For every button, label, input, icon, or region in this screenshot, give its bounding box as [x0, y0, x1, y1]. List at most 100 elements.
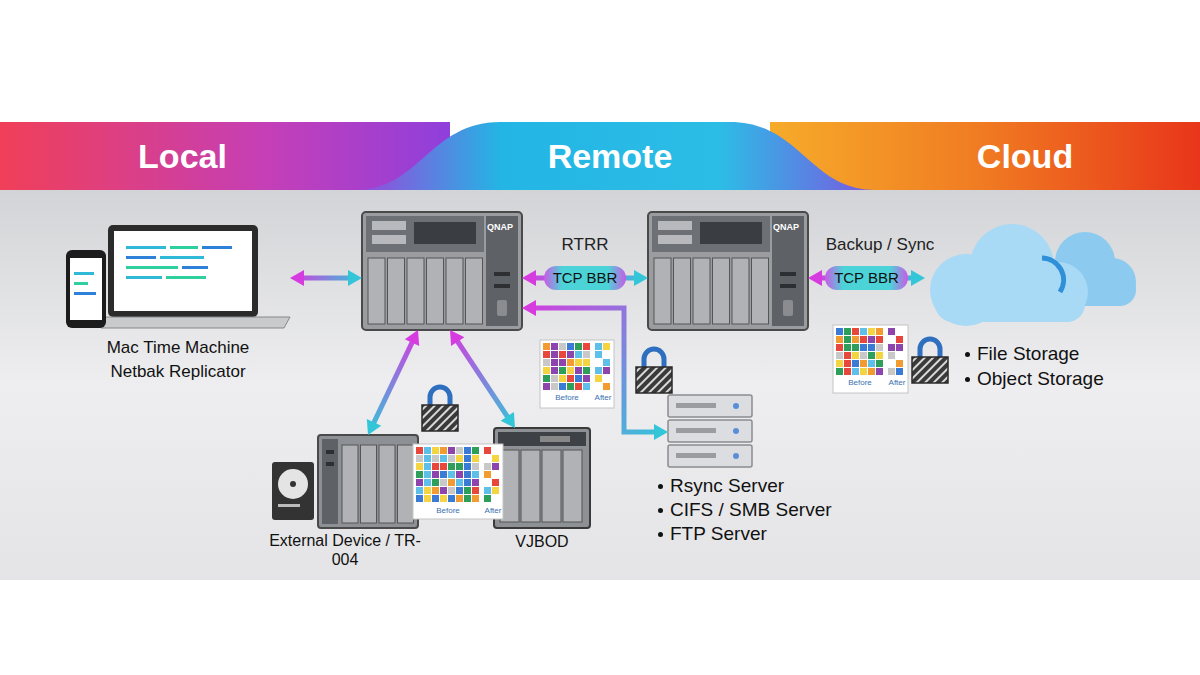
- mosaic-cell: [432, 495, 439, 502]
- mosaic-cell: [836, 352, 843, 359]
- mosaic-cell: [456, 447, 463, 454]
- mosaic-cell: [852, 368, 859, 375]
- mosaic-cell: [575, 383, 582, 390]
- protocol-label: RTRR: [562, 235, 609, 255]
- mosaic-cell: [464, 447, 471, 454]
- mosaic-cell: [472, 471, 479, 478]
- device-label: QNAP: [487, 222, 513, 233]
- banner-ribbon: [0, 122, 1200, 190]
- region-band: Remote: [420, 122, 800, 190]
- mosaic-cell: [860, 344, 867, 351]
- mosaic-cell: [844, 368, 851, 375]
- mosaic-cell: [448, 447, 455, 454]
- before-after-mosaics: [413, 325, 908, 519]
- arrow-head: [911, 270, 925, 286]
- connector-line: [373, 341, 413, 424]
- flow-arrow: [367, 330, 419, 435]
- mosaic-cell: [484, 463, 491, 470]
- mosaic-cell: [416, 471, 423, 478]
- region-band: Cloud: [850, 122, 1200, 190]
- mosaic-cell: [416, 487, 423, 494]
- mosaic-cell: [896, 344, 903, 351]
- protocol-label: Backup / Sync: [826, 235, 935, 255]
- mosaic-cell: [551, 375, 558, 382]
- mosaic-cell: [492, 479, 499, 486]
- mosaic-cell: [852, 328, 859, 335]
- device-label: Rsync Server: [670, 475, 784, 498]
- protocol-pill: TCP BBR: [544, 266, 627, 290]
- mosaic-cell: [860, 328, 867, 335]
- mosaic-cell: [464, 455, 471, 462]
- mosaic-cell: [888, 352, 895, 359]
- mosaic-cell: [424, 495, 431, 502]
- mosaic-cell: [876, 352, 883, 359]
- arrow-head: [654, 424, 668, 440]
- flow-arrow: [450, 330, 515, 428]
- mosaic-cell: [583, 343, 590, 350]
- device-label: QNAP: [773, 222, 799, 233]
- mosaic-cell: [860, 352, 867, 359]
- arrow-head: [808, 270, 822, 286]
- mosaic-cell: [583, 351, 590, 358]
- mosaic-cell: [868, 336, 875, 343]
- mosaic-cell: [472, 447, 479, 454]
- mosaic-cell: [567, 343, 574, 350]
- arrow-head: [634, 270, 648, 286]
- mosaic-cell: [888, 328, 895, 335]
- mosaic-cell: [567, 375, 574, 382]
- mosaic-cell: [896, 368, 903, 375]
- mosaic-cell: [559, 383, 566, 390]
- mosaic-cell: [543, 359, 550, 366]
- mosaic-cell: [416, 463, 423, 470]
- mosaic-cell: [543, 343, 550, 350]
- mosaic-cell: [567, 383, 574, 390]
- mosaic-cell: [543, 375, 550, 382]
- device-node: Mac Time MachineNetbak Replicator: [66, 222, 290, 328]
- arrow-head: [405, 330, 419, 346]
- mosaic-cell: [876, 368, 883, 375]
- nas-unit: [362, 212, 522, 330]
- mosaic-cell: [448, 495, 455, 502]
- external-device: [272, 435, 418, 528]
- mosaic-cell: [492, 463, 499, 470]
- protocol-pill: TCP BBR: [825, 266, 908, 290]
- mosaic-cell: [868, 360, 875, 367]
- mosaic-cell: [603, 367, 610, 374]
- mosaic-cell: [551, 367, 558, 374]
- mosaic-cell: [559, 343, 566, 350]
- mosaic-cell: [583, 383, 590, 390]
- mosaic-cell: [448, 479, 455, 486]
- mosaic-cell: [448, 471, 455, 478]
- mosaic-cell: [432, 479, 439, 486]
- mosaic-cell: [472, 495, 479, 502]
- mosaic-cell: [888, 368, 895, 375]
- mosaic-cell: [844, 352, 851, 359]
- mosaic-cell: [595, 367, 602, 374]
- mosaic-cell: [416, 495, 423, 502]
- mosaic-cell: [852, 336, 859, 343]
- band-title: Local: [138, 136, 227, 177]
- flow-arrow: [290, 270, 362, 286]
- mosaic-cell: [559, 367, 566, 374]
- mosaic-cell: [575, 343, 582, 350]
- mosaic-cell: [860, 360, 867, 367]
- mosaic-cell: [603, 359, 610, 366]
- mosaic-cell: [440, 455, 447, 462]
- mosaic-cell: [583, 359, 590, 366]
- mosaic-cell: [472, 479, 479, 486]
- mosaic-cell: [567, 351, 574, 358]
- mosaic-caption: After: [485, 506, 502, 516]
- mosaic-cell: [868, 328, 875, 335]
- mosaic-cell: [424, 471, 431, 478]
- device-node: QNAP: [648, 212, 808, 330]
- mosaic-cell: [583, 375, 590, 382]
- mosaic-cell: [844, 360, 851, 367]
- flow-arrow: [522, 300, 668, 440]
- device-node: QNAP: [362, 212, 522, 330]
- mosaic-cell: [896, 360, 903, 367]
- mosaic-cell: [551, 359, 558, 366]
- lock-icon: [422, 387, 458, 431]
- mosaic-cell: [416, 455, 423, 462]
